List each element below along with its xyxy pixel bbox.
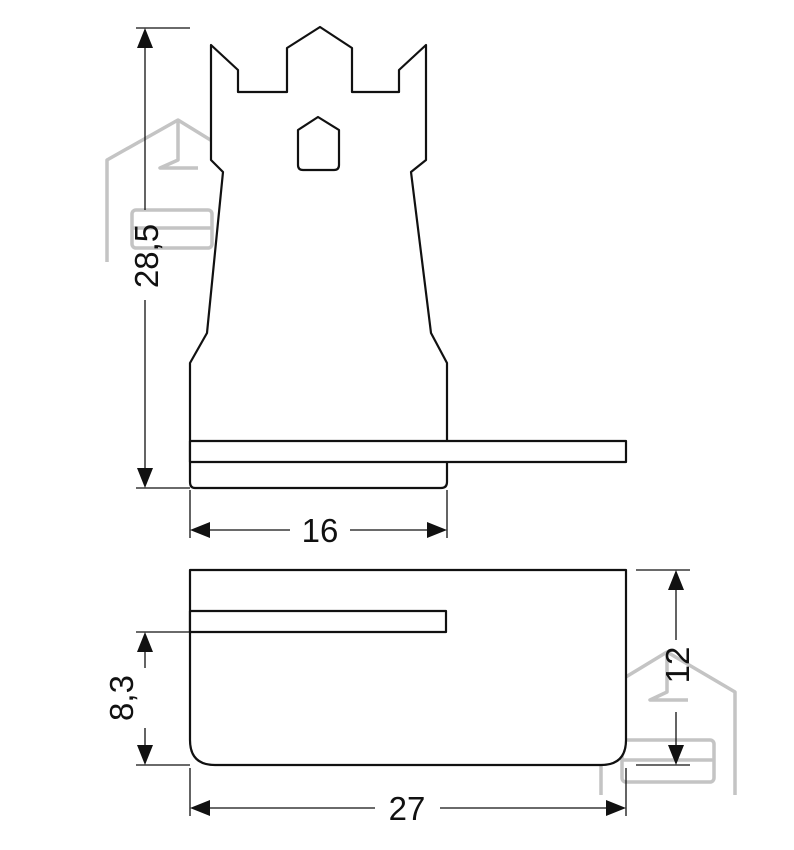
base-slot-bar [188,609,448,634]
dimension-height-bottom-left: 8,3 [103,631,190,766]
dimension-width-bottom-label: 27 [389,790,426,827]
dimension-height-bottom-left-label: 8,3 [103,675,140,721]
dimension-height-top: 28,5 [128,27,190,489]
dimension-width-top-label: 16 [302,512,339,549]
base-outline [188,568,628,767]
tower-outline [188,25,449,490]
dimension-width-top: 16 [189,490,448,549]
tower-window [296,115,341,172]
top-slot-bar [188,439,628,464]
dimension-height-bottom-right-label: 12 [659,647,696,684]
dimension-width-bottom: 27 [189,768,627,827]
dimension-height-bottom-right: 12 [636,569,696,766]
dimension-height-top-label: 28,5 [128,224,165,288]
